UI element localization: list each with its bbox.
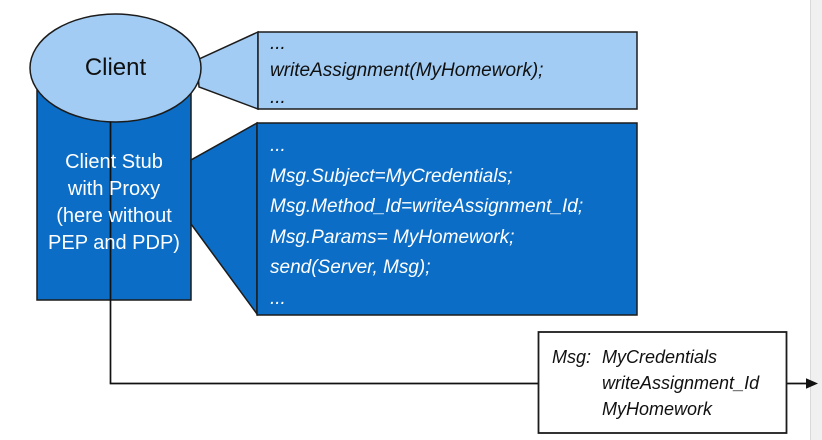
client-stub-line: with Proxy <box>67 178 161 200</box>
stub-code: ... Msg.Subject=MyCredentials; Msg.Metho… <box>270 131 583 314</box>
message-value: writeAssignment_Id <box>602 373 760 393</box>
message-box-values: MyCredentials writeAssignment_Id MyHomew… <box>602 344 759 422</box>
window-edge-strip <box>810 0 822 440</box>
client-stub-line: (here without <box>56 205 172 227</box>
message-value: MyHomework <box>602 399 713 419</box>
message-arrowhead-icon <box>806 378 818 389</box>
stub-code-line: Msg.Method_Id=writeAssignment_Id; <box>270 196 584 217</box>
client-stub-label: Client Stub with Proxy (here without PEP… <box>37 90 191 300</box>
client-stub-line: PEP and PDP) <box>48 232 180 254</box>
client-ellipse <box>29 13 202 123</box>
client-stub-box <box>36 89 192 301</box>
client-code: ... writeAssignment(MyHomework); ... <box>270 30 543 111</box>
stub-code-line: ... <box>270 287 286 309</box>
stub-code-line: Msg.Params= MyHomework; <box>270 226 515 248</box>
message-value: MyCredentials <box>602 347 718 367</box>
message-box-label: Msg: <box>552 347 592 367</box>
stub-code-line: Msg.Subject=MyCredentials; <box>270 165 513 187</box>
client-code-line: writeAssignment(MyHomework); <box>270 60 544 81</box>
stub-code-callout-pointer <box>190 121 258 317</box>
stub-code-line: send(Server, Msg); <box>270 257 431 278</box>
client-stub-line: Client Stub <box>65 151 163 173</box>
stub-code-callout-box <box>256 122 638 316</box>
message-box-content: Msg: MyCredentials writeAssignment_Id My… <box>552 344 759 422</box>
stub-code-line: ... <box>270 135 286 156</box>
client-code-line: ... <box>270 33 286 54</box>
client-label: Client <box>84 54 147 81</box>
client-code-callout-box <box>257 31 638 110</box>
client-code-line: ... <box>270 87 286 108</box>
message-box <box>537 331 788 434</box>
client-code-callout-pointer <box>196 30 259 111</box>
